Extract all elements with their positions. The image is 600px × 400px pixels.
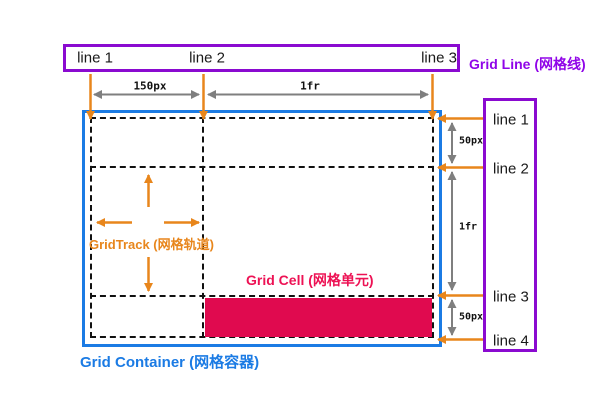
grid-dashed-column-divider	[202, 117, 204, 338]
column-line-2-label: line 2	[189, 49, 225, 67]
grid-cell-highlight	[205, 298, 432, 337]
row-line-2-label: line 2	[493, 160, 529, 178]
column-size-150px-label: 150px	[133, 79, 167, 93]
column-lines-ruler: line 1 line 2 line 3	[63, 44, 460, 72]
row-size-50px-top-label: 50px	[458, 135, 484, 147]
row-line-3-label: line 3	[493, 288, 529, 306]
column-line-3-label: line 3	[421, 49, 457, 67]
grid-dashed-row-divider-2	[90, 295, 434, 297]
grid-track-caption: GridTrack (网格轨道)	[89, 237, 214, 252]
grid-line-caption: Grid Line (网格线)	[469, 56, 586, 72]
row-line-1-label: line 1	[493, 111, 529, 129]
column-size-1fr-label: 1fr	[300, 79, 320, 93]
grid-cell-caption: Grid Cell (网格单元)	[246, 272, 374, 288]
row-size-50px-bottom-label: 50px	[458, 311, 484, 323]
row-size-1fr-label: 1fr	[458, 221, 478, 233]
row-lines-ruler: line 1 line 2 line 3 line 4	[483, 98, 537, 352]
grid-dashed-outline	[90, 117, 434, 338]
grid-dashed-row-divider-1	[90, 166, 434, 168]
grid-container-caption: Grid Container (网格容器)	[80, 354, 260, 371]
column-line-1-label: line 1	[77, 49, 113, 67]
row-line-4-label: line 4	[493, 332, 529, 350]
